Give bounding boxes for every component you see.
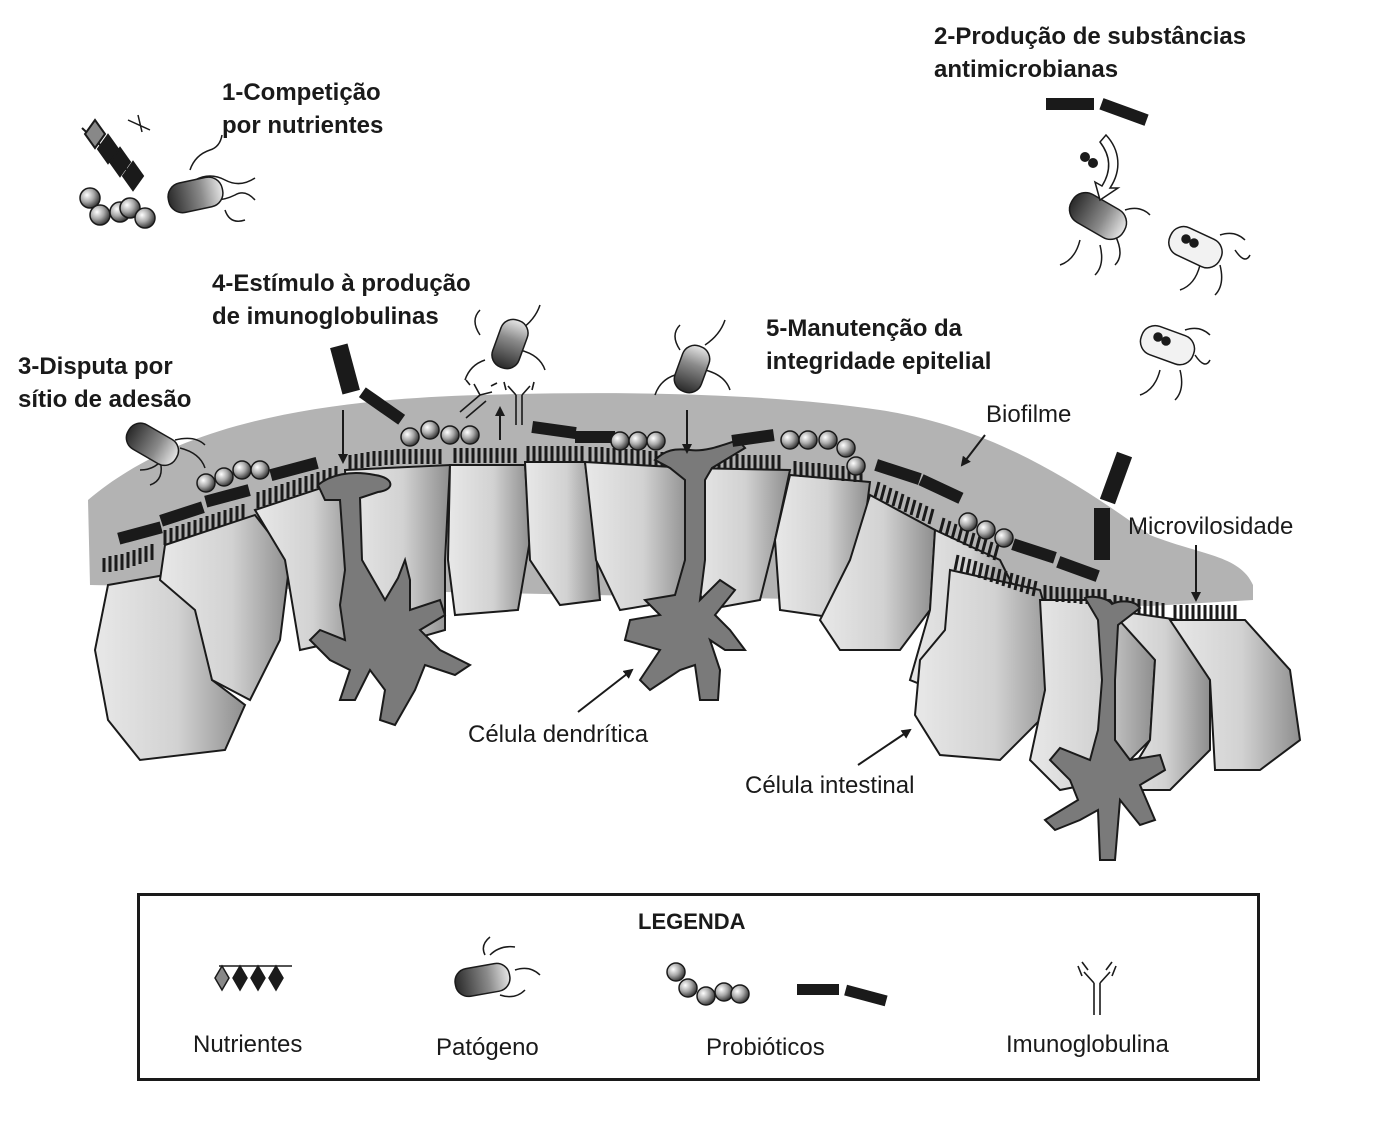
mechanism-3-label: 3-Disputa por sítio de adesão <box>18 353 192 413</box>
legend-nutrients-icon <box>214 964 292 992</box>
legend-probiotic-rod-icon <box>797 984 888 1007</box>
dendritic-cells <box>308 438 1167 861</box>
intestinal-cell-label: Célula intestinal <box>745 772 915 799</box>
immunoglobulins <box>459 379 535 425</box>
dendritic-cell <box>1043 595 1167 861</box>
legend-immunoglobulin-icon <box>1077 961 1117 1015</box>
mechanism-5-label: 5-Manutenção da integridade epitelial <box>766 315 992 375</box>
pathogen <box>654 319 731 396</box>
pathogens <box>125 134 1251 486</box>
pathogen <box>1168 225 1251 296</box>
legend-probiotic-cocci-icon <box>666 962 750 1006</box>
pathogen <box>464 304 546 381</box>
legend-pathogen-label: Patógeno <box>436 1034 539 1061</box>
mechanism-1-label: 1-Competição por nutrientes <box>222 79 384 139</box>
biofilm-label: Biofilme <box>986 401 1072 428</box>
pathogen <box>125 422 206 486</box>
intestinal-cells <box>93 460 1302 792</box>
mechanism-2-label: 2-Produção de substâncias antimicrobiana… <box>934 23 1247 83</box>
dendritic-cell-label: Célula dendrítica <box>468 721 649 748</box>
arrow-dendritic-cell <box>577 668 634 713</box>
nutrients-cluster <box>81 114 151 192</box>
mechanism-4-label: 4-Estímulo à produção de imunoglobulinas <box>212 270 471 330</box>
pathogen <box>1139 324 1211 401</box>
probiotic-rods <box>117 343 1133 582</box>
arrow-biofilm <box>960 434 986 467</box>
pathogen <box>167 134 256 222</box>
probiotic-cocci <box>196 420 1014 548</box>
probiotic-cocci <box>79 187 156 229</box>
antimicrobial-group <box>1046 98 1149 202</box>
dendritic-cell <box>308 472 472 727</box>
legend-pathogen-icon <box>454 936 541 998</box>
legend-probiotics-label: Probióticos <box>706 1034 825 1061</box>
pathogen <box>1059 191 1151 276</box>
intestinal-cell <box>446 464 532 617</box>
pointer-arrows <box>338 406 1201 766</box>
legend-box <box>137 893 1260 1081</box>
legend-nutrients-label: Nutrientes <box>193 1031 303 1058</box>
microvillus-label: Microvilosidade <box>1128 513 1294 540</box>
legend-immunoglobulin-label: Imunoglobulina <box>1006 1031 1169 1058</box>
intestinal-cell <box>1168 619 1302 771</box>
legend-title: LEGENDA <box>638 909 746 934</box>
arrow-intestinal-cell <box>857 728 912 766</box>
